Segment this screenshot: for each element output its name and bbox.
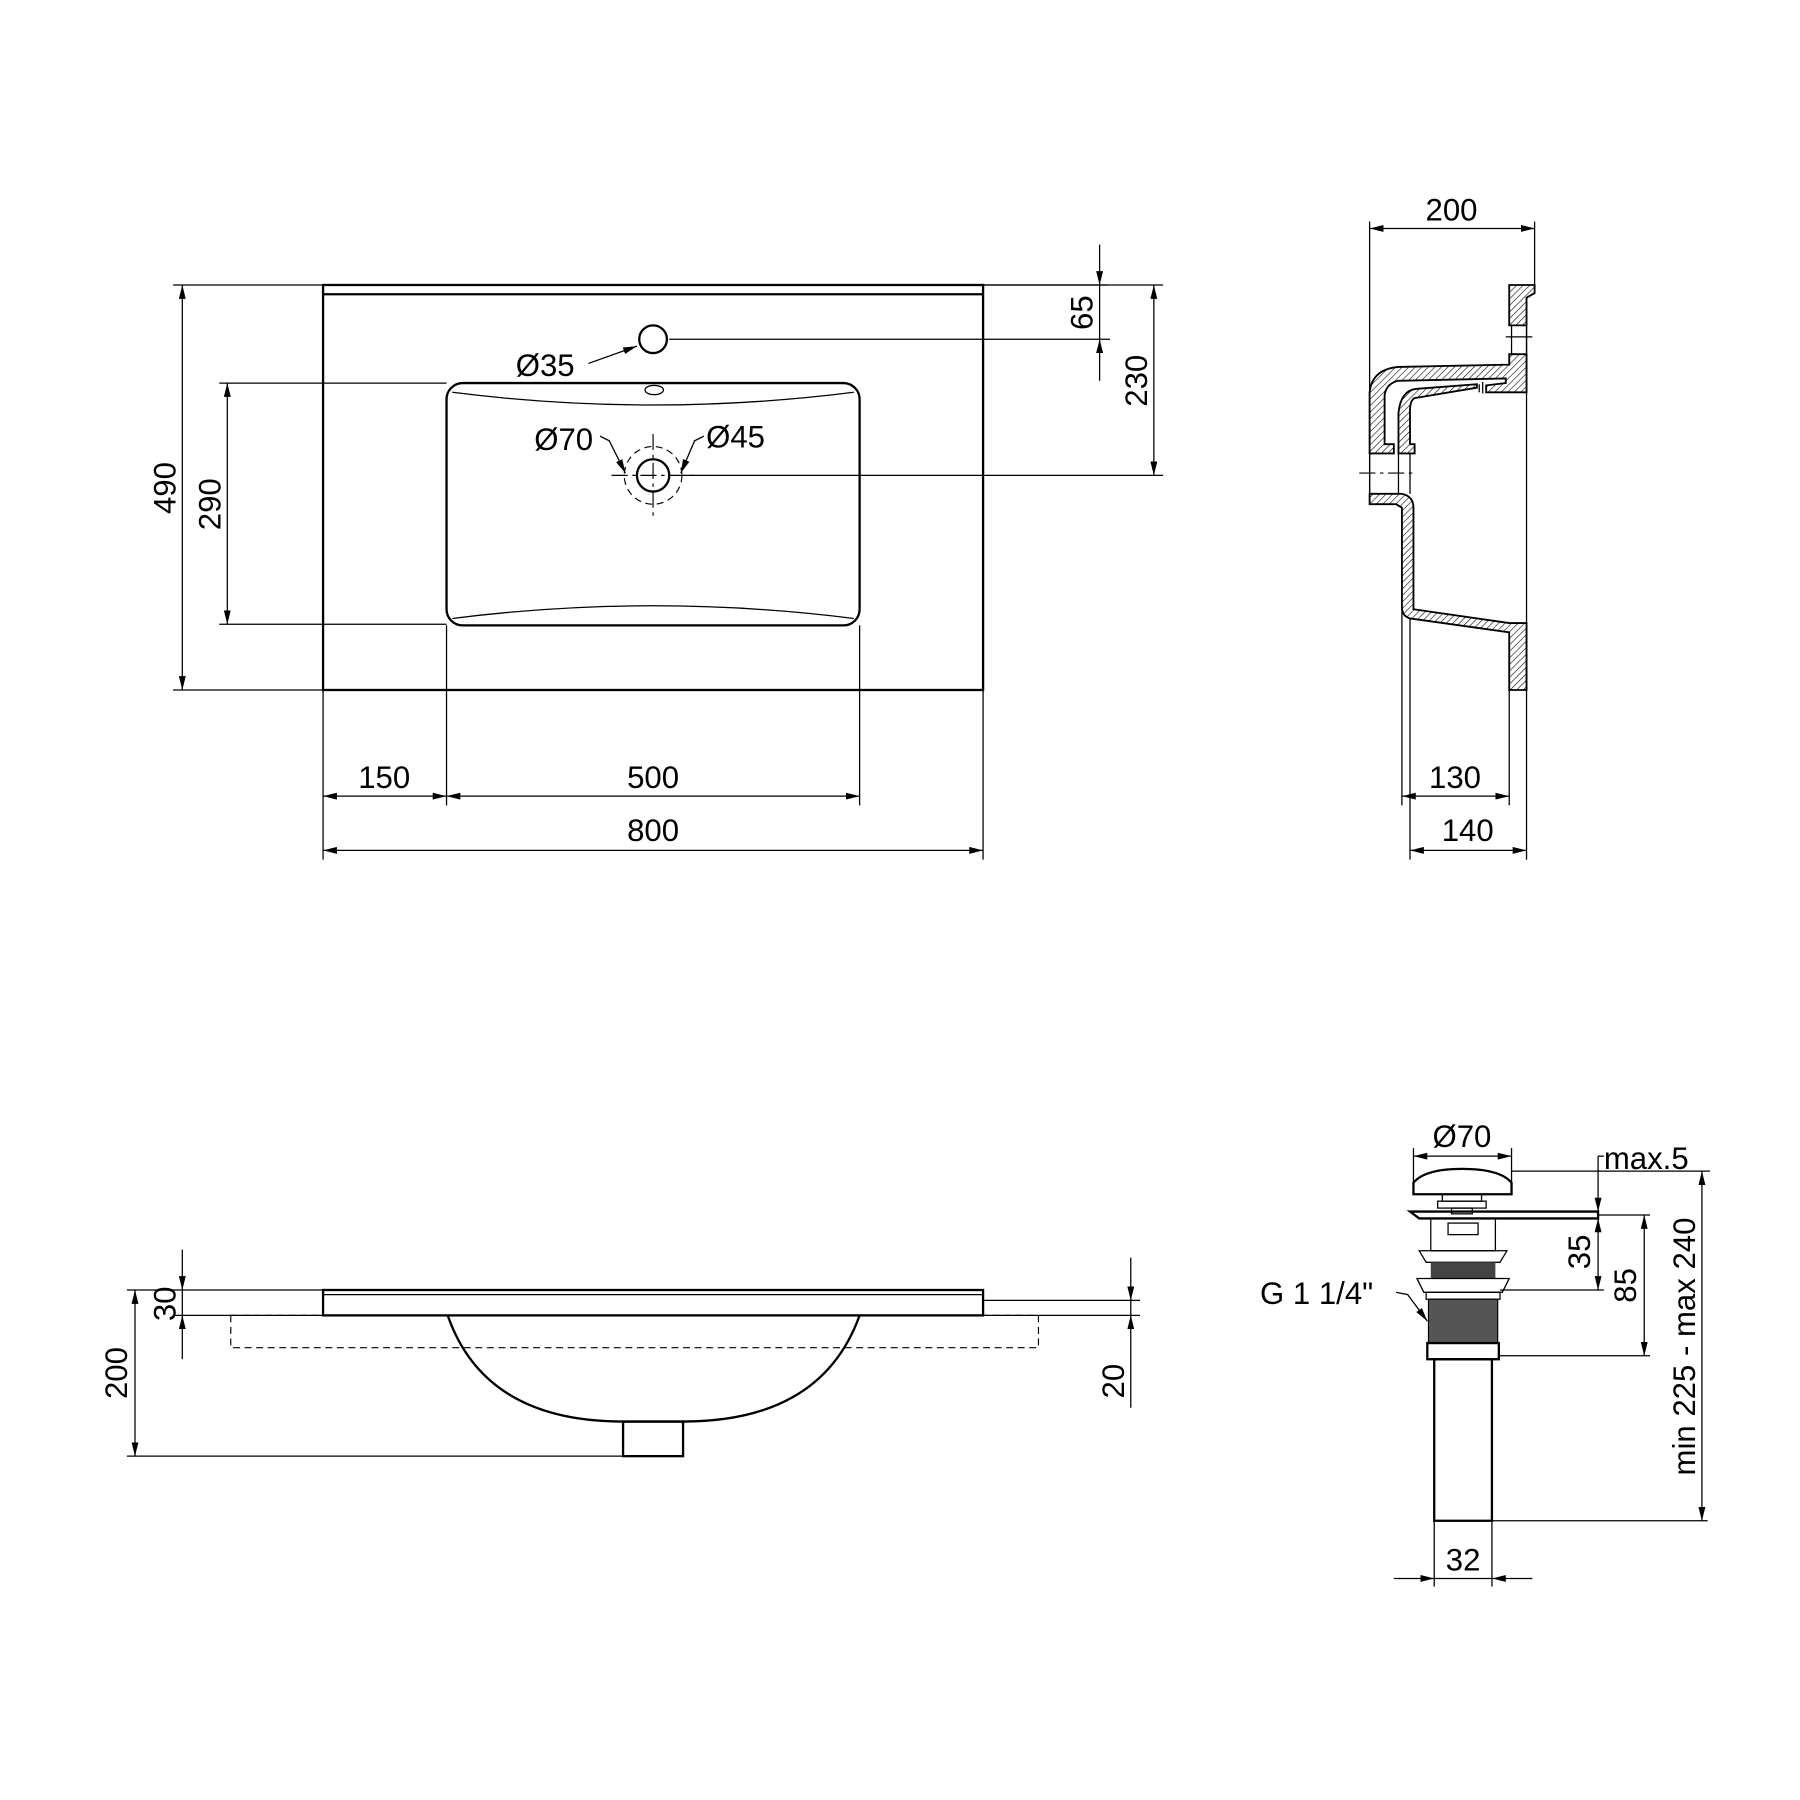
drain-detail: Ø70 max.5 35 85 min 225 - max 240 32 G 1… [1260, 1119, 1710, 1587]
side-section-view: 200 130 140 [1359, 192, 1536, 860]
sink-outline [321, 283, 985, 692]
overflow-hole [644, 384, 665, 396]
dim-500: 500 [627, 760, 679, 795]
dim-130: 130 [1429, 760, 1481, 795]
thread-label: G 1 1/4" [1260, 1276, 1373, 1311]
drain-max5: max.5 [1604, 1141, 1689, 1176]
drain-length: min 225 - max 240 [1667, 1218, 1702, 1476]
front-view: 30 200 20 [99, 1249, 1140, 1458]
dim-65: 65 [1065, 295, 1100, 330]
dim-490: 490 [147, 462, 182, 514]
drain-cap [1412, 1167, 1513, 1196]
drain-outer-label: Ø70 [534, 422, 593, 457]
drain-pipe-dim: 32 [1446, 1542, 1481, 1577]
sink-slab [321, 1288, 985, 1317]
drain-stub [621, 1420, 685, 1458]
dim-800: 800 [627, 813, 679, 848]
tap-hole-label: Ø35 [516, 348, 575, 383]
drain-cap-dim: Ø70 [1432, 1119, 1491, 1154]
dim-200-side: 200 [1426, 192, 1478, 227]
dim-200-front: 200 [99, 1347, 134, 1399]
bowl [446, 1314, 861, 1423]
basin-outline [445, 381, 861, 627]
dim-20: 20 [1096, 1364, 1131, 1399]
dim-230: 230 [1119, 355, 1154, 407]
top-view: Ø35 Ø70 Ø45 490 290 65 230 150 500 800 [147, 244, 1164, 860]
drain-dim-35: 35 [1562, 1235, 1597, 1270]
dim-290: 290 [192, 478, 227, 530]
dim-140: 140 [1442, 813, 1494, 848]
dim-30: 30 [147, 1287, 182, 1322]
thread [1427, 1298, 1499, 1344]
drain-dim-85: 85 [1608, 1268, 1643, 1303]
dim-150: 150 [358, 760, 410, 795]
drain-inner-label: Ø45 [706, 420, 765, 455]
tap-hole [638, 324, 669, 355]
drain-pipe [1433, 1358, 1494, 1522]
